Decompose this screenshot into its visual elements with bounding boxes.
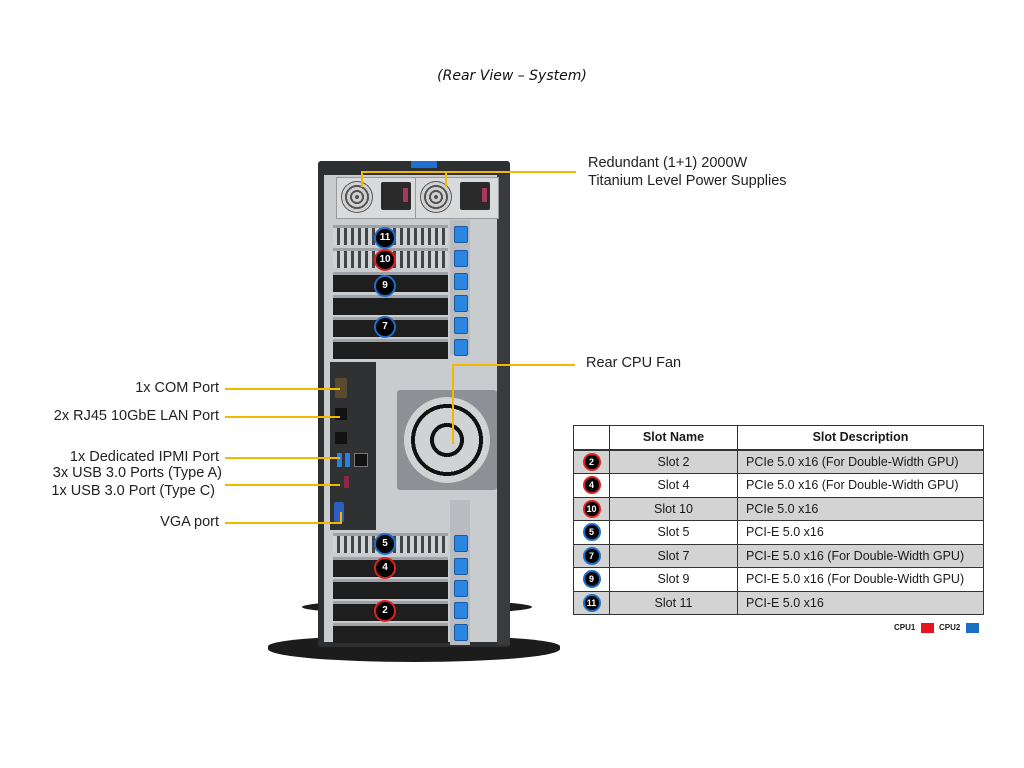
vga-port-icon [334,502,344,522]
slot-badge-9: 9 [374,275,396,297]
slot-description-cell: PCIe 5.0 x16 (For Double-Width GPU) [737,473,984,498]
slot-latch [454,250,468,267]
slot-latch [454,535,468,552]
slot-description-cell: PCIe 5.0 x16 (For Double-Width GPU) [737,449,984,474]
slot-latch [454,295,468,312]
slot-badge-2: 2 [374,600,396,622]
power-supply-2 [415,177,499,219]
table-row: 5 Slot 5 PCI-E 5.0 x16 [573,520,984,545]
slot-badge-icon: 7 [582,546,601,565]
com-port-icon [335,378,347,398]
pcie-slot-bracket [333,295,448,315]
slot-description-cell: PCIe 5.0 x16 [737,496,984,521]
callout-usb-a: 3x USB 3.0 Ports (Type A) [52,465,222,481]
lan-port-icon [335,408,347,420]
slot-badge-icon: 10 [582,499,601,518]
slot-description-cell: PCI-E 5.0 x16 (For Double-Width GPU) [737,567,984,592]
fan-grill-icon [404,397,490,483]
usb-a-port-icon [337,453,342,467]
table-row: 11 Slot 11 PCI-E 5.0 x16 [573,590,984,615]
callout-power-supplies-line1: Redundant (1+1) 2000W [588,155,748,171]
slot-badge-10: 10 [374,249,396,271]
legend-cpu2-swatch [966,623,979,633]
pcie-slot-bracket [333,579,448,599]
slot-badge-icon: 2 [582,452,601,471]
callout-vga-port: VGA port [160,514,219,530]
leader-line-psu-v2 [445,171,447,187]
slot-latch [454,317,468,334]
slot-badge-icon: 5 [582,523,601,542]
slot-latch [454,580,468,597]
usb-a-port-icon [345,453,350,467]
table-row: 2 Slot 2 PCIe 5.0 x16 (For Double-Width … [573,449,984,474]
slot-name-cell: Slot 4 [609,473,738,498]
power-supply-1 [336,177,420,219]
leader-line-com [225,388,340,390]
leader-line-fan-v [452,364,454,444]
table-row: 7 Slot 7 PCI-E 5.0 x16 (For Double-Width… [573,543,984,568]
slot-badge-5: 5 [374,533,396,555]
legend-cpu1-label: CPU1 [894,623,916,632]
slot-badge-icon: 4 [582,476,601,495]
ipmi-port-icon [354,453,368,467]
callout-power-supplies-line2: Titanium Level Power Supplies [588,173,787,189]
leader-line-psu-v1 [361,171,363,187]
leader-line-psu-h [361,171,576,173]
table-header-slot-description: Slot Description [737,425,984,451]
leader-line-usb [225,484,340,486]
legend-cpu2-label: CPU2 [939,623,961,632]
callout-com-port: 1x COM Port [135,380,219,396]
table-header-slot-name: Slot Name [609,425,738,451]
table-header-row: Slot Name Slot Description [573,425,984,451]
psu-fan-icon [420,181,452,213]
legend-cpu1-swatch [921,623,934,633]
slot-latch [454,339,468,356]
power-socket-icon [460,182,490,210]
chassis-side-panel [497,175,510,645]
table-header-badge [573,425,610,451]
figure-caption: (Rear View – System) [437,68,587,84]
callout-rear-cpu-fan: Rear CPU Fan [586,355,682,371]
leader-line-lan [225,416,340,418]
leader-line-ipmi [225,457,340,459]
leader-line-vga-v [340,512,342,524]
slot-name-cell: Slot 5 [609,520,738,545]
power-socket-icon [381,182,411,210]
leader-line-fan-h [452,364,575,366]
slot-name-cell: Slot 7 [609,543,738,568]
slot-name-cell: Slot 2 [609,449,738,474]
lan-port-icon [335,432,347,444]
pcie-slot-bracket [333,339,448,359]
table-row: 10 Slot 10 PCIe 5.0 x16 [573,496,984,521]
slot-badge-7: 7 [374,316,396,338]
slot-badge-icon: 9 [582,570,601,589]
slot-table: Slot Name Slot Description 2 Slot 2 PCIe… [573,425,984,615]
slot-description-cell: PCI-E 5.0 x16 (For Double-Width GPU) [737,543,984,568]
table-row: 9 Slot 9 PCI-E 5.0 x16 (For Double-Width… [573,567,984,592]
callout-lan-port: 2x RJ45 10GbE LAN Port [53,408,219,424]
slot-latch [454,558,468,575]
slot-name-cell: Slot 10 [609,496,738,521]
slot-description-cell: PCI-E 5.0 x16 [737,520,984,545]
slot-name-cell: Slot 11 [609,590,738,615]
slot-badge-11: 11 [374,227,396,249]
slot-name-cell: Slot 9 [609,567,738,592]
callout-usb-c: 1x USB 3.0 Port (Type C) [51,483,215,499]
slot-latch [454,624,468,641]
slot-description-cell: PCI-E 5.0 x16 [737,590,984,615]
table-row: 4 Slot 4 PCIe 5.0 x16 (For Double-Width … [573,473,984,498]
slot-badge-icon: 11 [582,593,601,612]
slot-latch [454,602,468,619]
leader-line-vga-h [225,522,342,524]
slot-badge-4: 4 [374,557,396,579]
pcie-slot-bracket [333,623,448,643]
psu-fan-icon [341,181,373,213]
slot-latch [454,226,468,243]
chassis-handle [411,161,437,168]
callout-ipmi-port: 1x Dedicated IPMI Port [69,449,219,465]
slot-latch [454,273,468,290]
usb-c-port-icon [344,476,349,488]
